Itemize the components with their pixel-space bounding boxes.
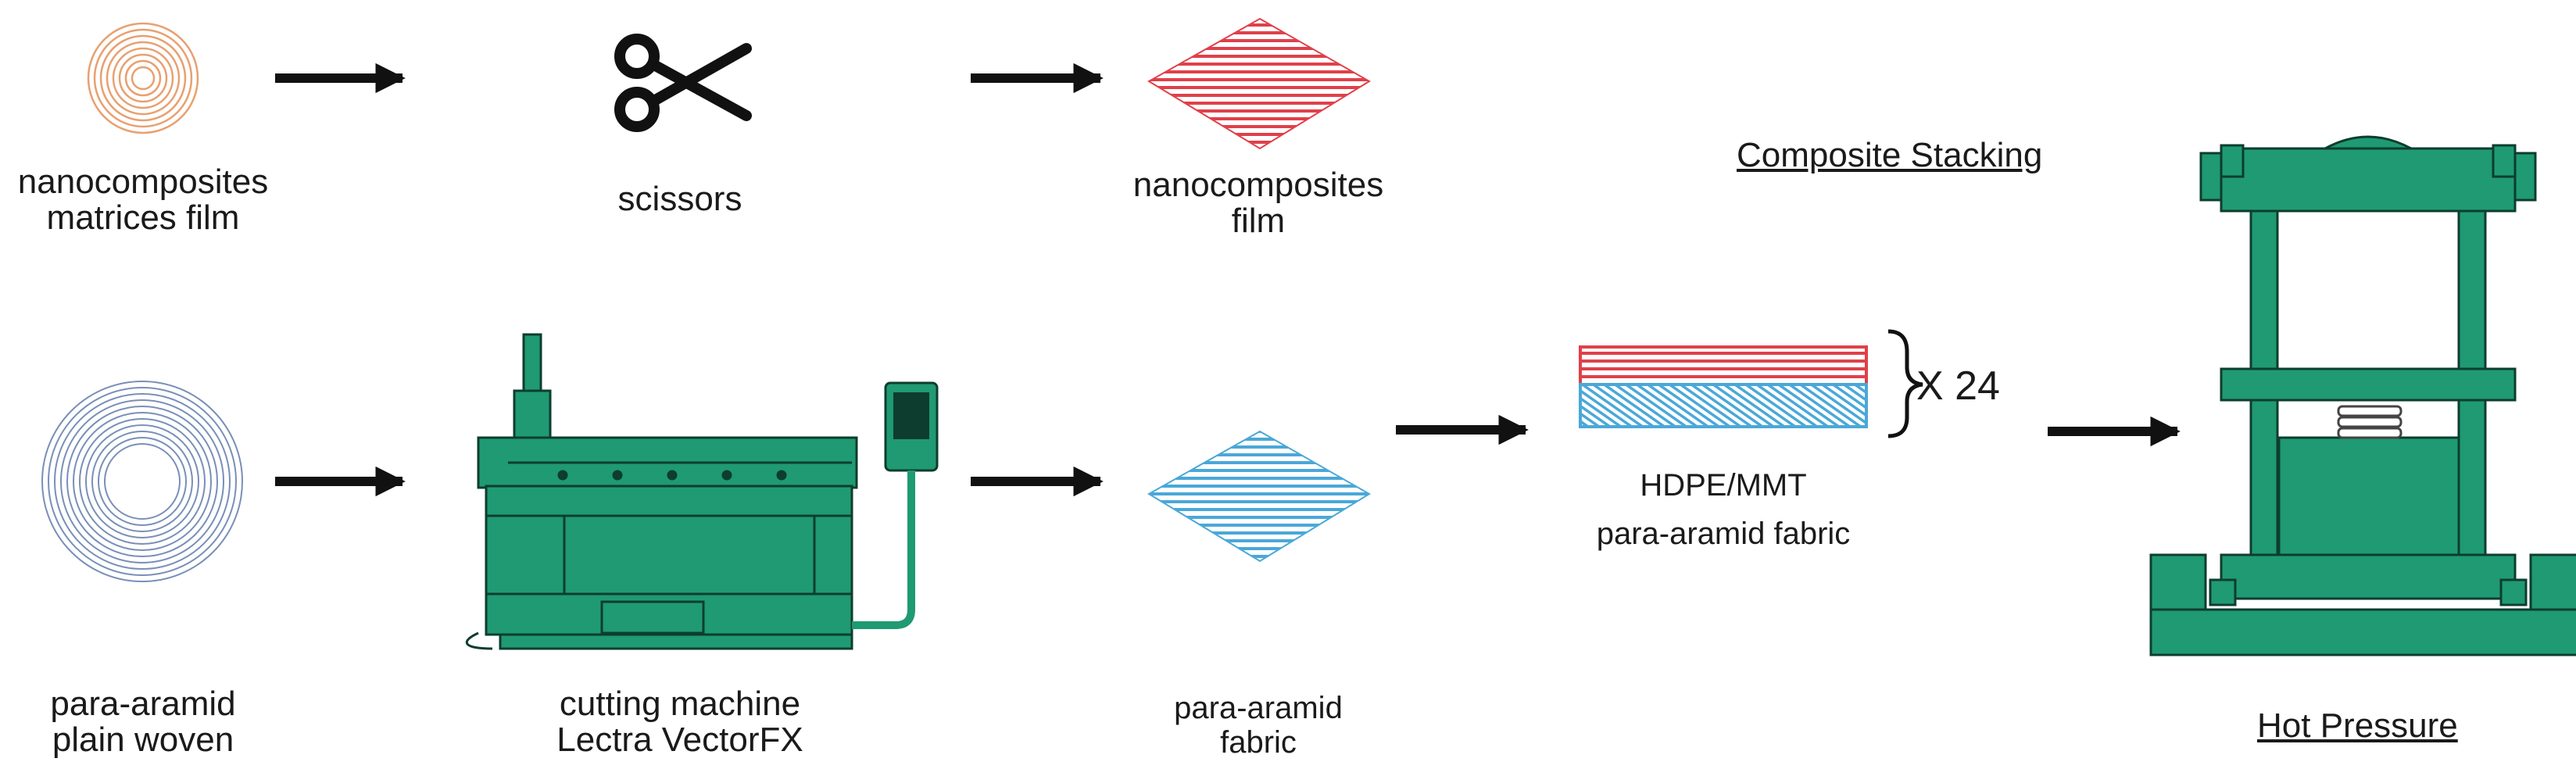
- stack-multiplier: X 24: [1916, 363, 2000, 409]
- woven-roll-icon: [41, 381, 243, 582]
- para-fabric-label: para-aramid fabric: [1125, 691, 1391, 760]
- para-fabric-line1: para-aramid: [1174, 691, 1343, 725]
- cutting-machine-line1: cutting machine: [559, 685, 801, 723]
- nano-film-line1: nanocomposites: [1132, 166, 1384, 204]
- composite-stacking-heading: Composite Stacking: [1737, 136, 2043, 174]
- matrix-film-line2: matrices film: [46, 199, 240, 237]
- scissors-label: scissors: [555, 181, 805, 217]
- para-woven-line1: para-aramid: [50, 685, 236, 723]
- para-woven-label: para-aramid plain woven: [6, 686, 280, 758]
- matrix-film-label: nanocomposites matrices film: [6, 164, 280, 236]
- stack-label: HDPE/MMT para-aramid fabric: [1579, 461, 1868, 558]
- stack-line2: para-aramid fabric: [1596, 517, 1851, 551]
- hot-pressure-heading: Hot Pressure: [2257, 706, 2458, 745]
- para-aramid-fabric-shape: [1147, 430, 1371, 563]
- stack-line1: HDPE/MMT: [1640, 468, 1807, 503]
- nano-film-line2: film: [1231, 202, 1286, 240]
- nanocomposite-film-shape: [1147, 17, 1371, 150]
- cutting-machine-icon: [465, 333, 939, 650]
- cutting-machine-line2: Lectra VectorFX: [556, 721, 803, 759]
- para-woven-line2: plain woven: [52, 721, 234, 759]
- nano-film-label: nanocomposites film: [1118, 167, 1399, 239]
- matrix-film-line1: nanocomposites: [17, 163, 269, 201]
- hot-press-icon: [2149, 135, 2576, 656]
- film-roll-icon: [87, 22, 199, 134]
- layer-stack-icon: [1579, 345, 1868, 428]
- cutting-machine-label: cutting machine Lectra VectorFX: [516, 686, 844, 758]
- scissors-text: scissors: [617, 180, 742, 218]
- brace-icon: [1887, 329, 1923, 438]
- press-plates-icon: [2337, 405, 2402, 439]
- para-fabric-line2: fabric: [1220, 725, 1297, 760]
- scissors-icon: [614, 34, 752, 132]
